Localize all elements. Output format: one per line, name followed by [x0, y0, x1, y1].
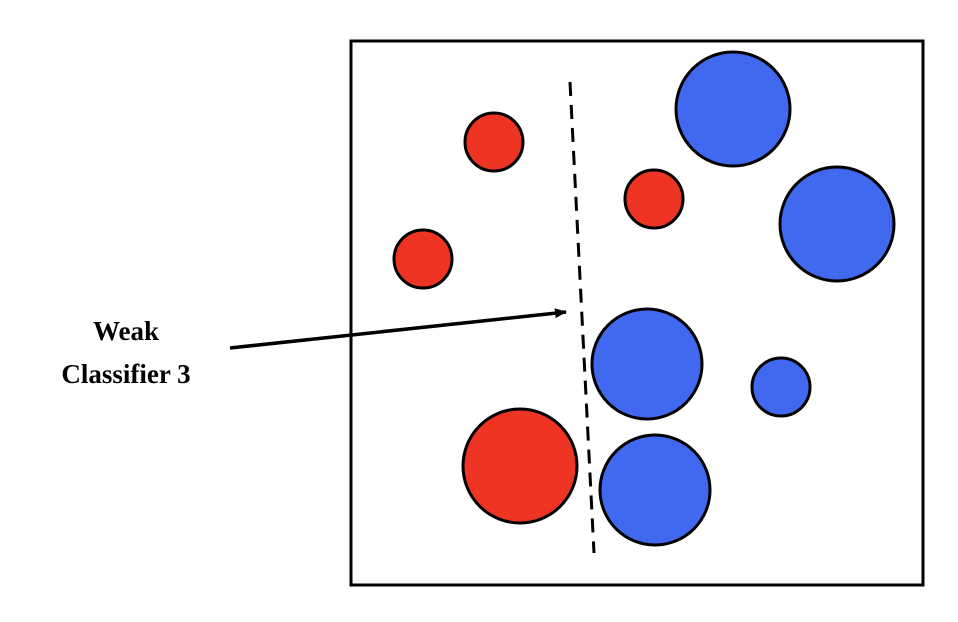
- blue-point-2: [778, 165, 896, 283]
- blue-point-1: [674, 50, 792, 168]
- red-point-2: [623, 168, 685, 230]
- red-point-1: [463, 111, 525, 173]
- red-point-3: [392, 228, 454, 290]
- annotation-arrow: [229, 308, 567, 350]
- blue-point-4: [750, 356, 812, 418]
- data-points: [392, 50, 896, 547]
- blue-point-5: [598, 433, 712, 547]
- blue-point-3: [590, 307, 704, 421]
- red-point-4: [461, 407, 579, 525]
- decision-boundary-line: [568, 81, 596, 554]
- annotation-label-line2: Classifier 3: [61, 359, 190, 389]
- annotation-label-line1: Weak: [93, 316, 159, 346]
